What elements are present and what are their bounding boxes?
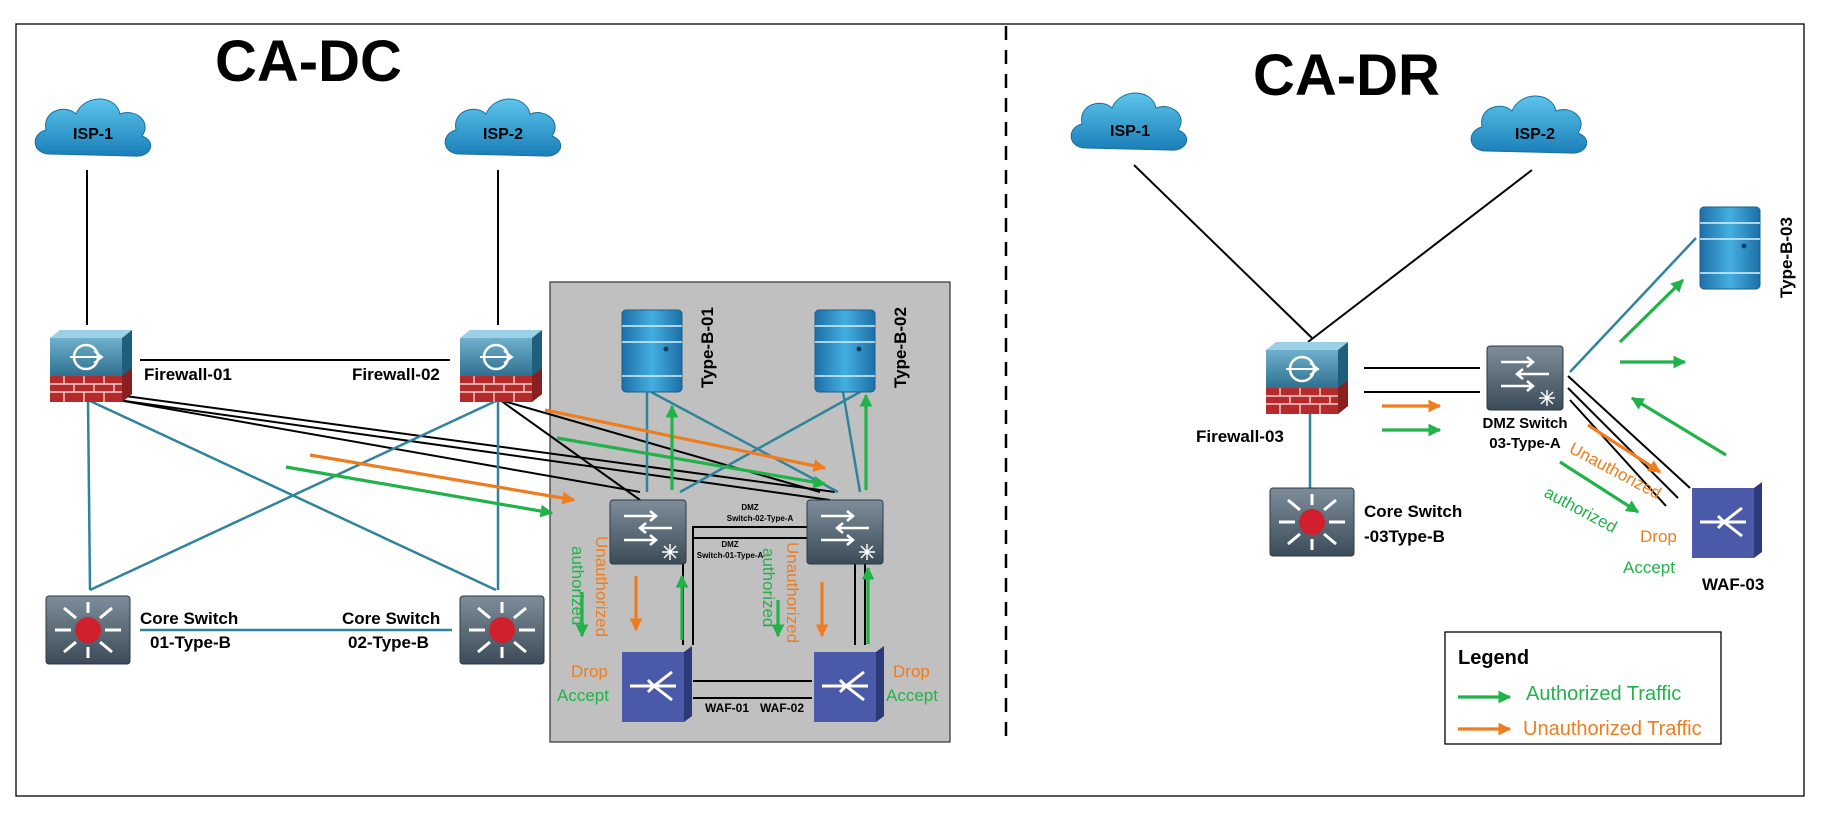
dc-dmz-top-label-l1: DMZ bbox=[741, 503, 758, 512]
dc-core-switch-02-icon bbox=[458, 594, 546, 666]
dc-dmz-top-label-l2: Switch-02-Type-A bbox=[727, 514, 794, 523]
dc-waf-02-label: WAF-02 bbox=[760, 701, 804, 715]
dc-core-switch-02-label-l1: Core Switch bbox=[342, 609, 440, 628]
dc-dmz-switch-01-icon bbox=[608, 498, 688, 566]
dc-server-b02-label: Type-B-02 bbox=[891, 307, 910, 388]
dr-core-switch-03-icon bbox=[1268, 486, 1356, 558]
dc-core-switch-02-label-l2: 02-Type-B bbox=[348, 633, 429, 652]
dr-dmz-switch-03-icon bbox=[1485, 344, 1565, 412]
dr-dmz-switch-label-l1: DMZ Switch bbox=[1483, 415, 1568, 432]
dc-firewall-02-label: Firewall-02 bbox=[352, 365, 440, 384]
legend-title: Legend bbox=[1458, 647, 1529, 669]
dr-server-b03-icon bbox=[1699, 206, 1761, 290]
dr-drop-label: Drop bbox=[1640, 527, 1677, 546]
dc-firewall-02-icon bbox=[458, 328, 544, 404]
dc-waf-01-label: WAF-01 bbox=[705, 701, 749, 715]
legend-unauthorized-label: Unauthorized Traffic bbox=[1523, 718, 1702, 740]
dc-title: CA-DC bbox=[215, 29, 402, 94]
dr-firewall-03-icon bbox=[1264, 340, 1350, 416]
dc-unauthorized-right-label: Unauthorized bbox=[783, 542, 802, 643]
dc-drop-left-label: Drop bbox=[571, 662, 608, 681]
dr-waf-03-icon bbox=[1690, 480, 1764, 560]
dr-firewall-03-label: Firewall-03 bbox=[1196, 427, 1284, 446]
legend-authorized-label: Authorized Traffic bbox=[1526, 683, 1681, 705]
dc-core-switch-01-icon bbox=[44, 594, 132, 666]
dr-isp2-label: ISP-2 bbox=[1515, 126, 1555, 143]
dr-isp1-label: ISP-1 bbox=[1110, 123, 1150, 140]
dr-isp1-cloud-icon bbox=[1070, 92, 1188, 151]
dr-title: CA-DR bbox=[1253, 43, 1440, 108]
dc-core-switch-01-label-l1: Core Switch bbox=[140, 609, 238, 628]
dr-traffic-arrows bbox=[1382, 278, 1727, 514]
dr-core-switch-label-l2: -03Type-B bbox=[1364, 527, 1445, 546]
dc-authorized-left-label: authorized bbox=[568, 546, 587, 625]
dc-server-b01-icon bbox=[621, 309, 683, 393]
dc-authorized-right-label: authorized bbox=[759, 548, 778, 627]
dc-waf-01-icon bbox=[620, 644, 694, 724]
dr-links bbox=[1133, 164, 1697, 507]
dc-dmz-bottom-label-l2: Switch-01-Type-A bbox=[697, 551, 764, 560]
dc-accept-left-label: Accept bbox=[557, 686, 609, 705]
dr-isp2-cloud-icon bbox=[1470, 95, 1588, 154]
dc-dmz-bottom-label-l1: DMZ bbox=[721, 540, 738, 549]
dc-firewall-01-label: Firewall-01 bbox=[144, 365, 232, 384]
dr-authorized-label: authorized bbox=[1541, 483, 1620, 537]
dc-accept-right-label: Accept bbox=[886, 686, 938, 705]
dc-waf-02-icon bbox=[812, 644, 886, 724]
dc-drop-right-label: Drop bbox=[893, 662, 930, 681]
legend: Legend Authorized Traffic Unauthorized T… bbox=[1444, 631, 1722, 745]
dr-waf-03-label: WAF-03 bbox=[1702, 575, 1764, 594]
dc-unauthorized-left-label: Unauthorized bbox=[592, 536, 611, 637]
dc-server-b01-label: Type-B-01 bbox=[698, 307, 717, 388]
dc-dmz-switch-02-icon bbox=[805, 498, 885, 566]
dr-server-b03-label: Type-B-03 bbox=[1777, 217, 1796, 298]
dr-accept-label: Accept bbox=[1623, 558, 1675, 577]
dc-isp2-label: ISP-2 bbox=[483, 126, 523, 143]
dr-core-switch-label-l1: Core Switch bbox=[1364, 502, 1462, 521]
dr-dmz-switch-label-l2: 03-Type-A bbox=[1489, 435, 1561, 452]
legend-box bbox=[1444, 631, 1722, 745]
outer-frame bbox=[15, 23, 1805, 797]
dc-server-b02-icon bbox=[814, 309, 876, 393]
dc-traffic-arrows bbox=[285, 393, 875, 644]
dc-isp1-label: ISP-1 bbox=[73, 126, 113, 143]
dc-firewall-01-icon bbox=[48, 328, 134, 404]
dc-core-switch-01-label-l2: 01-Type-B bbox=[150, 633, 231, 652]
